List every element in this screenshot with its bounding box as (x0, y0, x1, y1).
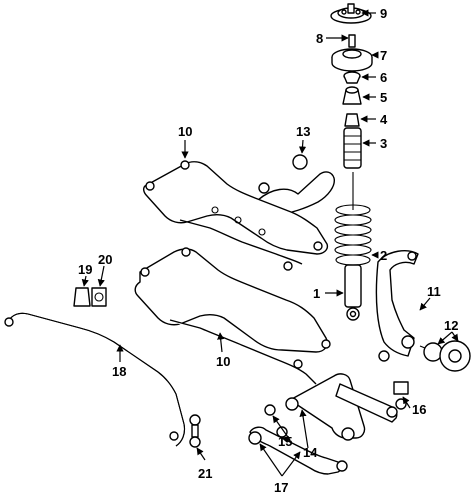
knuckle (375, 250, 419, 362)
callout-6: 6 (380, 70, 387, 85)
callout-19: 19 (78, 262, 92, 277)
link-bushing (393, 381, 409, 410)
shock-absorber (344, 264, 362, 321)
callout-4: 4 (380, 112, 388, 127)
callout-13: 13 (296, 124, 310, 139)
callout-16: 16 (412, 402, 426, 417)
callout-10-lower: 10 (216, 354, 230, 369)
lateral-link (335, 383, 398, 423)
stabilizer-bar (4, 312, 186, 447)
bump-stop-insert (344, 113, 360, 127)
bump-stop (342, 86, 362, 105)
callout-9: 9 (380, 6, 387, 21)
strut-nut (348, 34, 356, 48)
trailing-arm (285, 373, 366, 441)
callout-3: 3 (380, 136, 387, 151)
callout-15: 15 (278, 434, 292, 449)
stabilizer-link (189, 414, 201, 448)
callout-17: 17 (274, 480, 288, 495)
lower-arm (248, 426, 348, 475)
callout-5: 5 (380, 90, 387, 105)
callout-20: 20 (98, 252, 112, 267)
callout-10-upper: 10 (178, 124, 192, 139)
stabilizer-bracket (73, 287, 91, 307)
callout-1: 1 (313, 286, 320, 301)
coil-spring (334, 172, 372, 266)
callout-7: 7 (380, 48, 387, 63)
callout-21: 21 (198, 466, 212, 481)
stabilizer-bushing (91, 287, 107, 307)
callout-12: 12 (444, 318, 458, 333)
strut-mount (331, 48, 373, 72)
callout-18: 18 (112, 364, 126, 379)
callout-14: 14 (303, 445, 318, 460)
upper-crossmember (142, 160, 329, 271)
strut-bearing (343, 71, 361, 84)
callout-8: 8 (316, 31, 323, 46)
dust-boot (343, 127, 362, 169)
callout-2: 2 (380, 248, 387, 263)
lower-crossmember (134, 247, 331, 385)
callout-11: 11 (427, 284, 441, 299)
leader-lines (81, 9, 459, 477)
wheel-hub (419, 340, 471, 372)
callout-labels: 9 8 7 6 5 4 3 13 10 2 1 11 12 19 20 18 1… (78, 6, 458, 495)
